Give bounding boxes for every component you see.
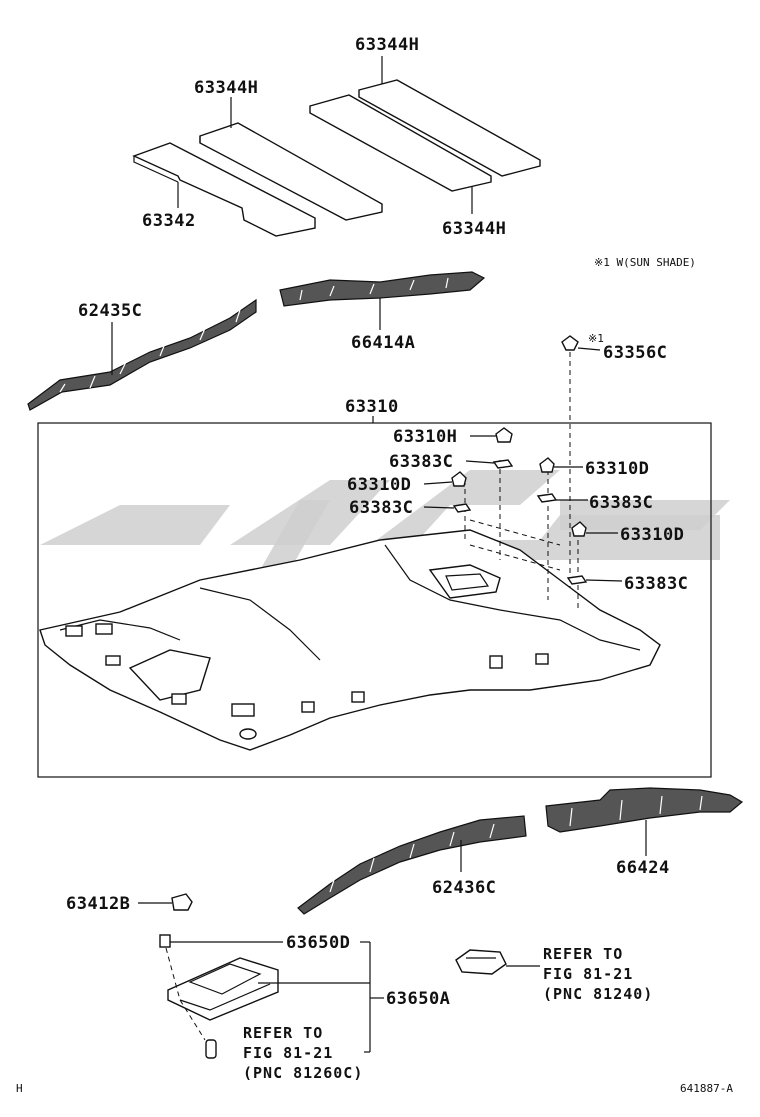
label-63383C-d: 63383C bbox=[624, 574, 688, 594]
label-63310D-b: 63310D bbox=[585, 459, 649, 479]
headliner-frame bbox=[37, 422, 712, 778]
ref-right-line2: FIG 81-21 bbox=[543, 965, 633, 983]
ref-left-line3: (PNC 81260C) bbox=[243, 1064, 363, 1082]
label-63344H-top: 63344H bbox=[355, 35, 419, 55]
headliner-icon bbox=[39, 529, 661, 751]
strip-66414A bbox=[279, 271, 486, 307]
label-62435C: 62435C bbox=[78, 301, 142, 321]
label-63310D-a: 63310D bbox=[347, 475, 411, 495]
strip-62435C bbox=[27, 298, 257, 411]
mark-1: ※1 bbox=[588, 332, 604, 345]
label-63342: 63342 bbox=[142, 211, 196, 231]
pad-63344H-top bbox=[358, 79, 541, 177]
ref-left-line1: REFER TO bbox=[243, 1024, 323, 1042]
strip-62436C bbox=[297, 815, 527, 915]
label-66424: 66424 bbox=[616, 858, 670, 878]
label-66414A: 66414A bbox=[351, 333, 415, 353]
label-62436C: 62436C bbox=[432, 878, 496, 898]
lamp-icon bbox=[159, 934, 279, 1021]
sun-shade-note: ※1 W(SUN SHADE) bbox=[594, 256, 696, 269]
label-63344H-right: 63344H bbox=[442, 219, 506, 239]
ref-left-line2: FIG 81-21 bbox=[243, 1044, 333, 1062]
label-63344H-mid: 63344H bbox=[194, 78, 258, 98]
bulb-icon bbox=[205, 1039, 217, 1059]
label-63310: 63310 bbox=[345, 397, 399, 417]
clip-icon bbox=[561, 335, 579, 351]
clip-icon bbox=[451, 427, 588, 585]
label-63650D: 63650D bbox=[286, 933, 350, 953]
corner-letter: H bbox=[16, 1082, 23, 1095]
ref-right-line3: (PNC 81240) bbox=[543, 985, 653, 1003]
label-63383C-b: 63383C bbox=[349, 498, 413, 518]
label-63383C-c: 63383C bbox=[589, 493, 653, 513]
clip-icon bbox=[171, 893, 193, 911]
label-63356C: 63356C bbox=[603, 343, 667, 363]
pad-63342 bbox=[132, 142, 316, 237]
label-63412B: 63412B bbox=[66, 894, 130, 914]
label-63310D-c: 63310D bbox=[620, 525, 684, 545]
pad-63344H-left-right bbox=[309, 94, 492, 192]
ref-right-line1: REFER TO bbox=[543, 945, 623, 963]
strip-66424 bbox=[545, 787, 744, 833]
label-63650A: 63650A bbox=[386, 989, 450, 1009]
label-63310H: 63310H bbox=[393, 427, 457, 447]
lamp-icon bbox=[455, 949, 507, 975]
pad-63344H-mid bbox=[199, 122, 383, 221]
label-63383C-a: 63383C bbox=[389, 452, 453, 472]
figure-id: 641887-A bbox=[680, 1082, 733, 1095]
